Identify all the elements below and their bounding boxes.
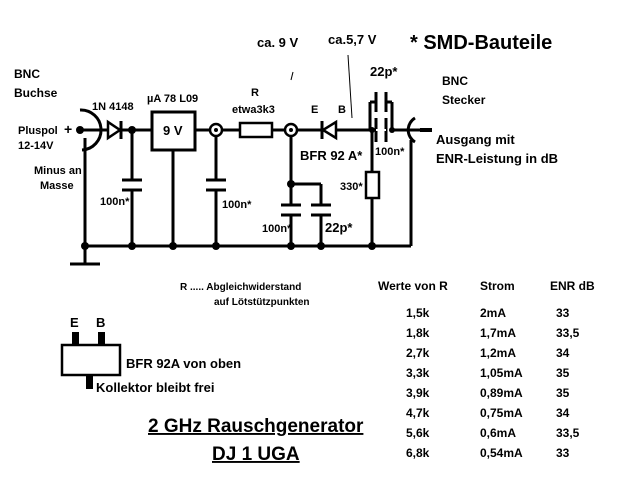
capacitor-c1-icon: [122, 178, 142, 192]
table-cell: 35: [556, 366, 570, 380]
table-cell: 33,5: [556, 426, 580, 440]
emitter-pin-label: E: [311, 104, 318, 116]
c4-label: 22p*: [325, 220, 353, 235]
pluspol-label: Pluspol: [18, 125, 58, 137]
c5-label: 22p*: [370, 64, 398, 79]
solder-point-icon: [208, 122, 224, 138]
voltage-regulator-box: [150, 110, 197, 152]
diode-label: 1N 4148: [92, 101, 134, 113]
table-cell: 0,89mA: [480, 386, 523, 400]
table-header: Strom: [480, 279, 515, 293]
table-cell: 3,3k: [406, 366, 430, 380]
table-cell: 5,6k: [406, 426, 430, 440]
table-cell: 3,9k: [406, 386, 430, 400]
r330-label: 330*: [340, 181, 363, 193]
bnc-plug-label: BNC: [442, 74, 468, 88]
c1-label: 100n*: [100, 196, 130, 208]
bnc-plug-label-2: Stecker: [442, 93, 486, 107]
circuit-wires: [70, 100, 428, 266]
table-cell: 33: [556, 306, 570, 320]
table-cell: 1,5k: [406, 306, 430, 320]
diode-1n4148-icon: [106, 119, 123, 141]
regulator-output-label: 9 V: [163, 123, 183, 138]
table-cell: 34: [556, 406, 570, 420]
pluspol-voltage: 12-14V: [18, 140, 54, 152]
table-cell: 0,54mA: [480, 446, 523, 460]
package-pin-b: B: [96, 315, 105, 330]
bnc-socket-label: BNC: [14, 67, 40, 81]
minus-label-2: Masse: [40, 180, 74, 192]
capacitor-c2-icon: [206, 178, 226, 192]
bnc-socket-icon: [76, 108, 103, 152]
title-line-1: 2 GHz Rauschgenerator: [148, 416, 364, 437]
voltage-label-2: ca.5,7 V: [328, 32, 377, 47]
bnc-socket-label-2: Buchse: [14, 86, 58, 100]
voltage-pointers: [290, 54, 353, 119]
package-top-view-label: BFR 92A von oben: [126, 356, 241, 371]
table-cell: 34: [556, 346, 570, 360]
plus-sign: +: [64, 121, 72, 137]
table-cell: 0,6mA: [480, 426, 516, 440]
table-header: ENR dB: [550, 279, 595, 293]
table-cell: 1,05mA: [480, 366, 523, 380]
voltage-label-1: ca. 9 V: [257, 35, 299, 50]
base-pin-label: B: [338, 104, 346, 116]
c6-label: 100n*: [375, 146, 405, 158]
capacitor-c3-icon: [281, 203, 301, 217]
capacitor-c4-icon: [311, 203, 331, 217]
resistor-r-value: etwa3k3: [232, 104, 275, 116]
table-cell: 1,8k: [406, 326, 430, 340]
transistor-junction-icon: [320, 119, 338, 141]
bnc-plug-icon: [406, 116, 432, 144]
collector-note: Kollektor bleibt frei: [96, 380, 214, 395]
table-cell: 0,75mA: [480, 406, 523, 420]
table-cell: 33,5: [556, 326, 580, 340]
table-header: Werte von R: [378, 279, 448, 293]
table-cell: 2,7k: [406, 346, 430, 360]
transistor-label: BFR 92 A*: [300, 148, 363, 163]
table-cell: 1,2mA: [480, 346, 516, 360]
transistor-package-icon: [60, 332, 122, 389]
smd-note: * SMD-Bauteile: [410, 32, 552, 54]
table-cell: 6,8k: [406, 446, 430, 460]
solder-point-icon: [283, 122, 299, 138]
table-cell: 1,7mA: [480, 326, 516, 340]
table-cell: 33: [556, 446, 570, 460]
c2-label: 100n*: [222, 199, 252, 211]
capacitor-c5-icon: [374, 92, 388, 112]
table-cell: 4,7k: [406, 406, 430, 420]
table-cell: 2mA: [480, 306, 506, 320]
resistor-330-icon: [364, 170, 381, 200]
resistor-r-icon: [238, 121, 274, 139]
resistor-r-label: R: [251, 87, 259, 99]
minus-label: Minus an: [34, 165, 82, 177]
package-pin-e: E: [70, 315, 79, 330]
regulator-label: µA 78 L09: [147, 93, 198, 105]
r-note-2: auf Lötstützpunkten: [214, 297, 310, 308]
enr-table: Werte von R Strom ENR dB 1,5k 2mA 33 1,8k 1,7mA…: [378, 279, 595, 460]
title-line-2: DJ 1 UGA: [212, 444, 300, 465]
output-description: Ausgang mit: [436, 132, 515, 147]
junction-dots: [81, 126, 395, 250]
output-description-2: ENR-Leistung in dB: [436, 151, 558, 166]
table-cell: 35: [556, 386, 570, 400]
r-note: R ..... Abgleichwiderstand: [180, 282, 301, 293]
c3-label: 100n*: [262, 223, 292, 235]
